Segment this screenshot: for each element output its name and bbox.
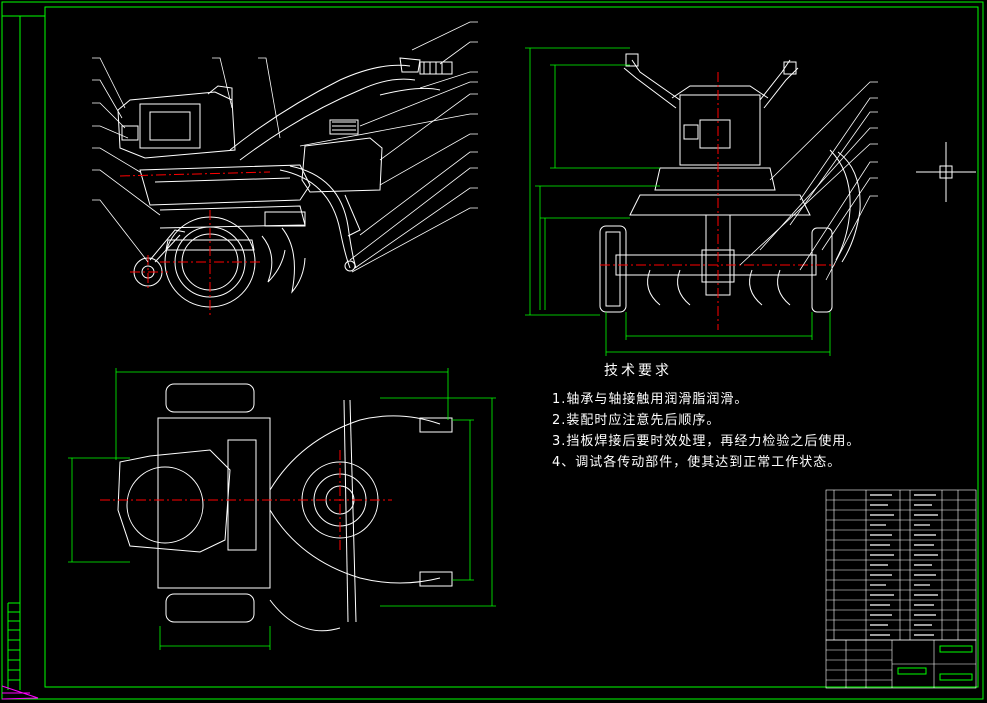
- requirement-item-2: 2.装配时应注意先后顺序。: [552, 413, 721, 428]
- crosshair-marker: [916, 142, 976, 202]
- side-view-centerlines: [119, 171, 271, 318]
- parts-list-entries: [870, 494, 938, 636]
- front-view-dimensions: [525, 47, 831, 356]
- title-block-fields: [897, 645, 973, 681]
- requirement-item-1: 1.轴承与轴接触用润滑脂润滑。: [552, 392, 749, 407]
- top-view: [117, 383, 453, 632]
- corner-marker-arrow: [1, 685, 39, 700]
- requirement-item-3: 3.挡板焊接后要时效处理，再经力检验之后使用。: [552, 434, 861, 449]
- front-view: [599, 53, 861, 313]
- top-view-dimensions: [68, 368, 496, 650]
- side-view-leaders: [92, 21, 478, 273]
- title-block: [825, 639, 977, 689]
- front-view-centerlines: [600, 72, 835, 330]
- front-view-leaders: [739, 81, 878, 281]
- side-view: [117, 57, 453, 308]
- top-view-centerlines: [100, 450, 392, 550]
- technical-requirements-title: 技术要求: [604, 363, 672, 379]
- parts-list-table: [825, 489, 977, 641]
- requirement-item-4: 4、调试各传动部件，使其达到正常工作状态。: [552, 455, 842, 470]
